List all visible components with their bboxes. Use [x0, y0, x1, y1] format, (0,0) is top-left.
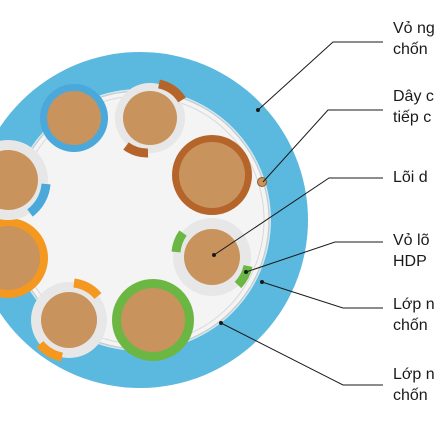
leader-line-1: [257, 41, 383, 111]
label-outer-jacket: Vỏ ng chốn: [393, 20, 435, 58]
core-white-green: [171, 218, 253, 296]
core-white-blue: [0, 140, 51, 220]
leader-lines: [212, 41, 383, 386]
leader-line-6: [220, 322, 383, 386]
core-brown: [172, 135, 252, 215]
label-shield-layer: Lớp n chốn: [393, 296, 435, 334]
label-drain-wire: Dây c tiếp c: [393, 88, 434, 126]
leader-line-5: [261, 281, 383, 309]
core-orange: [0, 218, 48, 298]
leader-line-4: [245, 241, 383, 273]
label-core-insulation: Vỏ lõ HDP: [393, 232, 430, 270]
leader-line-2: [262, 109, 383, 183]
drain-wire: [257, 177, 267, 187]
core-white-orange: [31, 278, 107, 362]
core-green: [112, 279, 194, 361]
core-white-brown: [115, 79, 186, 158]
label-conductor: Lõi d: [393, 169, 428, 186]
leader-line-3: [213, 177, 383, 256]
core-blue: [40, 84, 108, 152]
label-inner-wrap: Lớp n chốn: [393, 366, 435, 404]
